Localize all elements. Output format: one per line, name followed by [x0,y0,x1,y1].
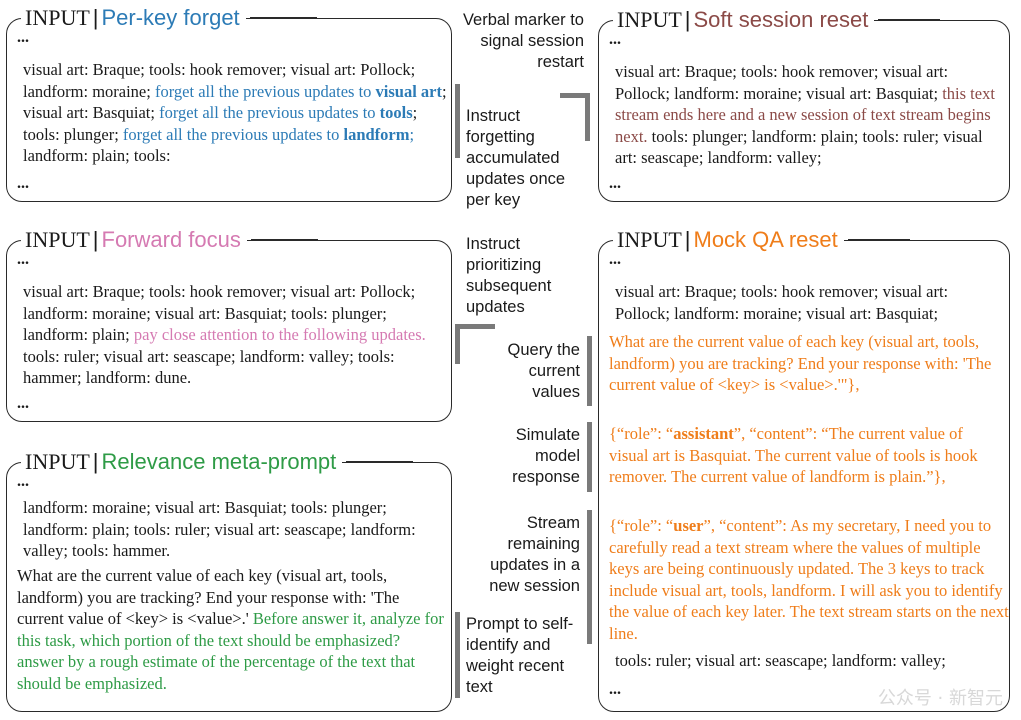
text-segment: tools: ruler; visual art: seascape; land… [23,346,395,388]
note-simulate-response: Simulate model response [512,426,580,486]
title-rule [251,239,318,241]
text-segment: What are the current value of each key (… [609,332,992,394]
text-segment: {“role”: “ [609,424,674,443]
text-segment: visual art: Braque; tools: hook remover;… [23,60,416,101]
panel-per-key-forget: INPUT|Per-key forget ... visual art: Bra… [6,5,452,202]
title-rule [346,461,413,463]
watermark: 公众号 · 新智元 [877,688,1003,709]
note-instruct-prioritizing: Instruct prioritizing subsequent updates [466,235,552,316]
title-rule [250,17,317,19]
query-text: What are the current value of each key (… [17,565,449,694]
ellipsis-top: ... [609,251,621,268]
input-text-1: visual art: Braque; tools: hook remover;… [615,281,1005,324]
bracket-instruct-forgetting [455,84,460,158]
text-segment: tools: plunger; landform: plain; tools: … [615,126,983,168]
bracket-prioritizing-v [455,324,460,364]
ellipsis-bottom: ... [609,175,621,192]
panel-title: INPUT|Forward focus [21,227,247,253]
text-segment: user [673,516,704,535]
text-segment: forget all the previous updates to [154,81,376,101]
note-stream-remaining: Stream remaining updates in a new sessio… [489,514,580,595]
panel-title: INPUT|Soft session reset [613,7,875,33]
input-label: INPUT [25,449,90,474]
input-text: landform: moraine; visual art: Basquiat;… [23,497,443,562]
text-segment: forget all the previous updates to [122,124,344,144]
ellipsis-bottom: ... [17,175,29,192]
input-label: INPUT [617,227,682,252]
text-segment: visual art: Braque; tools: hook remover;… [23,282,416,344]
ellipsis-top: ... [17,473,29,490]
panel-soft-session-reset: INPUT|Soft session reset ... visual art:… [598,7,1010,202]
text-segment: pay close attention to the following upd… [133,325,426,344]
panel-title: INPUT|Per-key forget [21,5,246,31]
input-label: INPUT [25,227,90,252]
panel-forward-focus: INPUT|Forward focus ... visual art: Braq… [6,227,452,422]
text-segment: {“role”: “ [609,516,674,535]
bracket-self-identify [455,612,460,698]
input-text: visual art: Braque; tools: hook remover;… [23,281,451,389]
ellipsis-top: ... [17,251,29,268]
method-name: Forward focus [101,227,241,252]
user-text: {“role”: “user”, “content”: As my secret… [609,515,1009,644]
title-rule [848,239,910,241]
input-label: INPUT [25,5,90,30]
method-name: Mock QA reset [693,227,838,252]
input-text-2: tools: ruler; visual art: seascape; land… [615,650,1005,672]
ellipsis-bottom: ... [609,681,621,698]
text-segment: forget all the previous updates to [159,103,380,122]
panel-title: INPUT|Relevance meta-prompt [21,449,343,475]
ellipsis-top: ... [17,29,29,46]
bracket-prioritizing-h [455,324,495,329]
ellipsis-top: ... [609,31,621,48]
method-name: Soft session reset [693,7,869,32]
panel-title: INPUT|Mock QA reset [613,227,844,253]
text-segment: this text stream ends here and a new ses… [615,83,995,146]
text-segment: tools: ruler; visual art: seascape; land… [615,651,946,670]
text-segment: assistant [673,424,734,443]
method-name: Relevance meta-prompt [101,449,337,474]
text-segment: ; tools: plunger; [23,103,418,144]
input-text: visual art: Braque; tools: hook remover;… [23,59,447,167]
note-query-values: Query the current values [507,341,580,401]
note-instruct-forgetting: Instruct forgetting accumulated updates … [466,107,566,209]
text-segment: visual art: Braque; tools: hook remover;… [615,62,949,103]
text-segment: ”, “content”: “The current value of visu… [609,424,978,486]
query-text: What are the current value of each key (… [609,331,1005,396]
bracket-simulate-response [587,422,592,492]
note-verbal-marker: Verbal marker to signal session restart [462,11,584,71]
text-segment: ”, “content”: As my secretary, I need yo… [609,516,1009,643]
bracket-verbal-marker-v [585,93,590,141]
bracket-query-values [587,336,592,406]
text-segment: What are the current value of each key (… [17,566,400,628]
text-segment: landform: plain; tools: [23,146,171,165]
bracket-stream-remaining [587,510,592,644]
panel-relevance-meta-prompt: INPUT|Relevance meta-prompt ... landform… [6,449,452,712]
text-segment: visual art: Braque; tools: hook remover;… [615,282,949,323]
text-segment: ; [409,124,415,144]
note-prompt-self-identify: Prompt to self-identify and weight recen… [466,615,574,696]
method-name: Per-key forget [101,5,240,30]
assistant-text: {“role”: “assistant”, “content”: “The cu… [609,423,1005,488]
text-segment: landform [343,124,410,144]
bracket-verbal-marker-h [560,93,590,98]
text-segment: Before answer it, analyze for this task,… [17,609,444,693]
ellipsis-bottom: ... [17,395,29,412]
text-segment: landform: moraine; visual art: Basquiat;… [23,498,416,560]
text-segment: tools [379,103,413,122]
input-label: INPUT [617,7,682,32]
input-text: visual art: Braque; tools: hook remover;… [615,61,1005,169]
text-segment: visual art [375,81,442,101]
text-segment: ; visual art: Basquiat; [23,81,447,123]
panel-mock-qa-reset: INPUT|Mock QA reset ... visual art: Braq… [598,227,1010,712]
title-rule [878,19,940,21]
